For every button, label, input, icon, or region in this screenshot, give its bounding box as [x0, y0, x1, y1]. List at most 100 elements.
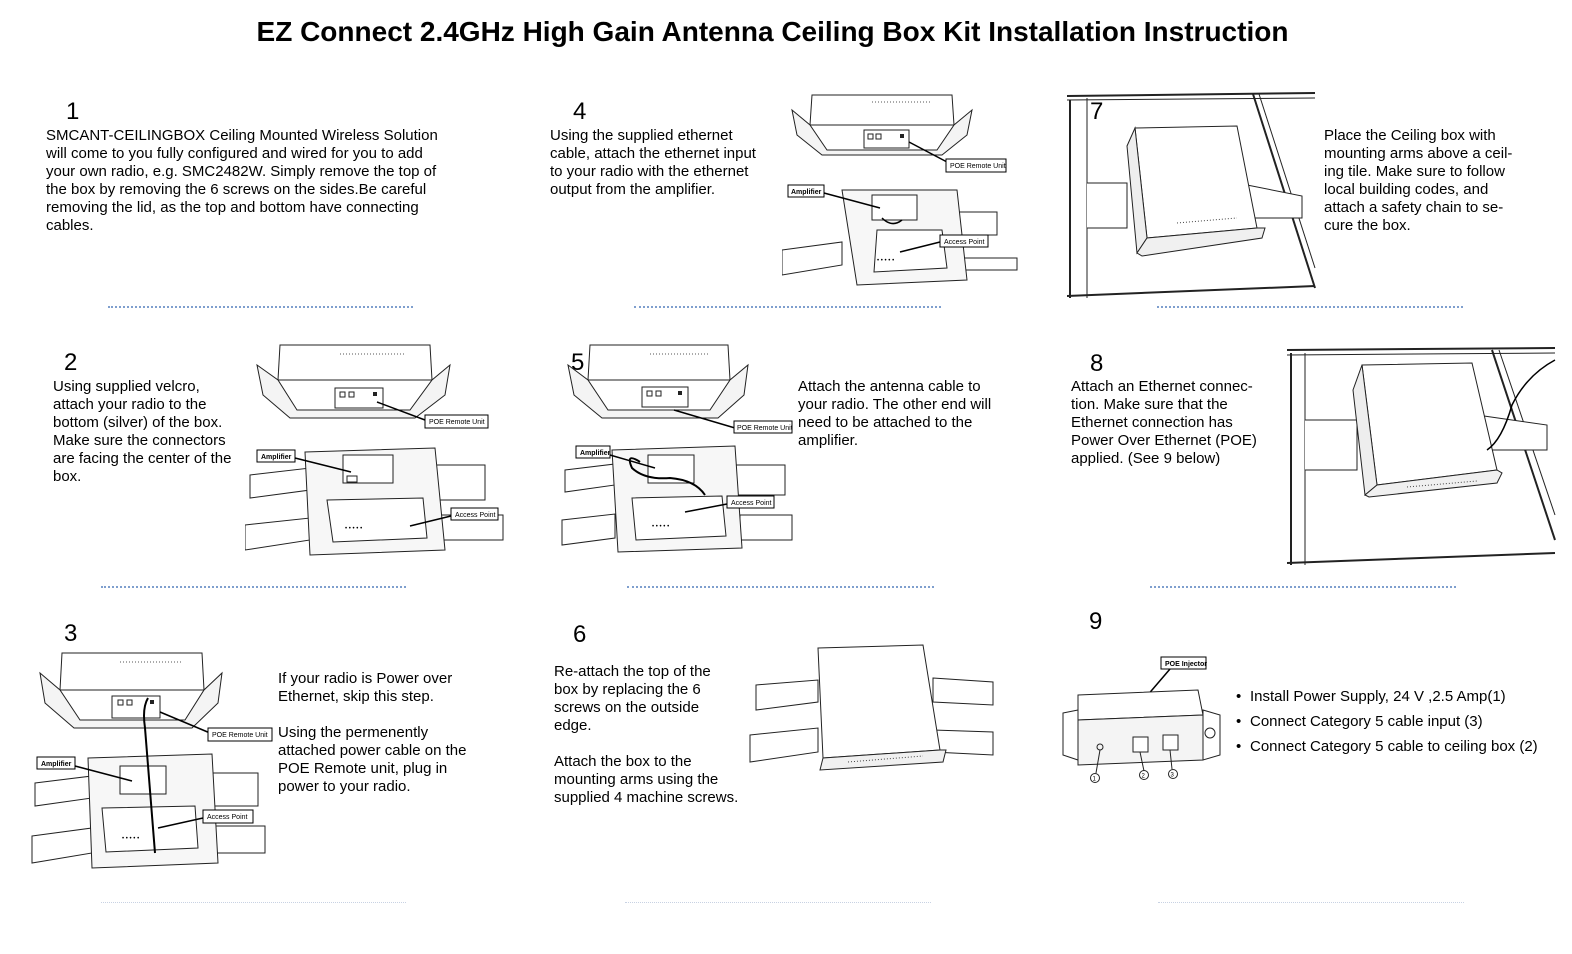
poe-remote-label: POE Remote Unit — [429, 419, 485, 426]
step-3-line: Ethernet, skip this step. — [278, 688, 434, 705]
step-1-number: 1 — [66, 98, 80, 125]
step-9-illustration: POE Injector 1 2 3 — [1058, 655, 1228, 790]
step-4-text: Using the supplied ethernet cable, attac… — [550, 127, 780, 199]
step-2-number: 2 — [64, 349, 78, 376]
svg-text:• • • • •: • • • • • — [345, 526, 362, 532]
step-2-illustration: POE Remote Unit • • • • • Amplifier Acce… — [245, 340, 507, 568]
step-4-number: 4 — [573, 98, 587, 125]
list-item: • Connect Category 5 cable input (3) — [1236, 713, 1566, 731]
section-divider — [101, 902, 406, 903]
step-9-number: 9 — [1089, 608, 1103, 635]
step-8-line: tion. Make sure that the — [1071, 396, 1228, 413]
poe-remote-label: POE Remote Unit — [950, 163, 1006, 170]
step-1-line: removing the lid, as the top and bottom … — [46, 199, 419, 216]
step-2-line: Using supplied velcro, — [53, 378, 200, 395]
step-8-line: applied. (See 9 below) — [1071, 450, 1221, 467]
step-6-line: box by replacing the 6 — [554, 681, 701, 698]
step-4-line: to your radio with the ethernet — [550, 163, 749, 180]
bullet: • — [1236, 713, 1242, 730]
step-8-line: Power Over Ethernet (POE) — [1071, 432, 1257, 449]
step-7-illustration — [1067, 88, 1317, 303]
step-8-line: Attach an Ethernet connec- — [1071, 378, 1253, 395]
section-divider — [1150, 586, 1456, 588]
step-6-line: screws on the outside — [554, 699, 700, 716]
step-5-line: Attach the antenna cable to — [798, 378, 981, 395]
step-2-text: Using supplied velcro, attach your radio… — [53, 378, 248, 486]
step-3-text: If your radio is Power over Ethernet, sk… — [278, 670, 508, 814]
step-5-line: amplifier. — [798, 432, 859, 449]
step-8-illustration — [1287, 345, 1557, 570]
step-6-line: Attach the box to the — [554, 753, 692, 770]
svg-text:• • • • •: • • • • • — [122, 836, 139, 842]
step-7-line: ing tile. Make sure to follow — [1324, 163, 1505, 180]
step-7-number: 7 — [1090, 98, 1104, 125]
step-5-line: need to be attached to the — [798, 414, 973, 431]
list-item: • Connect Category 5 cable to ceiling box… — [1236, 738, 1566, 756]
step-5-line: your radio. The other end will — [798, 396, 992, 413]
step-6-number: 6 — [573, 621, 587, 648]
step-6-line: Re-attach the top of the — [554, 663, 711, 680]
bullet: • — [1236, 688, 1242, 705]
bullet: • — [1236, 738, 1242, 755]
step-1-line: the box by removing the 6 screws on the … — [46, 181, 427, 198]
step-6-line: mounting arms using the — [554, 771, 719, 788]
section-divider — [108, 306, 413, 308]
step-4-line: output from the amplifier. — [550, 181, 716, 198]
step-9-item: Connect Category 5 cable input (3) — [1250, 713, 1483, 730]
amplifier-label: Amplifier — [580, 450, 611, 457]
step-3-line: If your radio is Power over — [278, 670, 453, 687]
step-5-illustration: POE Remote Unit • • • • • Amplifier Acce… — [560, 340, 796, 566]
amplifier-label: Amplifier — [261, 454, 292, 461]
svg-text:• • • • •: • • • • • — [652, 524, 669, 530]
amplifier-label: Amplifier — [41, 761, 72, 768]
list-item: •Install Power Supply, 24 V ,2.5 Amp(1) — [1236, 688, 1566, 706]
poe-remote-label: POE Remote Unit — [212, 732, 268, 739]
step-9-list: •Install Power Supply, 24 V ,2.5 Amp(1) … — [1236, 688, 1566, 763]
step-3-line: power to your radio. — [278, 778, 411, 795]
step-7-line: local building codes, and — [1324, 181, 1489, 198]
step-5-text: Attach the antenna cable to your radio. … — [798, 378, 1028, 450]
step-3-illustration: POE Remote Unit • • • • • Amplifier Acce… — [30, 648, 278, 876]
step-3-line: Using the permenently — [278, 724, 429, 741]
svg-text:• • • • •: • • • • • — [877, 258, 894, 264]
step-7-line: attach a safety chain to se- — [1324, 199, 1504, 216]
poe-remote-label: POE Remote Unit — [737, 425, 793, 432]
step-6-illustration — [748, 640, 998, 780]
step-2-line: box. — [53, 468, 82, 485]
access-point-label: Access Point — [731, 500, 772, 507]
step-8-number: 8 — [1090, 350, 1104, 377]
section-divider — [634, 306, 941, 308]
step-1-text: SMCANT-CEILINGBOX Ceiling Mounted Wirele… — [46, 127, 486, 235]
section-divider — [627, 586, 934, 588]
poe-injector-label: POE Injector — [1165, 661, 1207, 668]
section-divider — [101, 586, 406, 588]
step-6-line: edge. — [554, 717, 592, 734]
step-8-text: Attach an Ethernet connec- tion. Make su… — [1071, 378, 1286, 468]
access-point-label: Access Point — [207, 814, 248, 821]
step-2-line: are facing the center of the — [53, 450, 232, 467]
port-1-marker: 1 — [1093, 777, 1097, 783]
step-4-line: cable, attach the ethernet input — [550, 145, 756, 162]
step-4-line: Using the supplied ethernet — [550, 127, 733, 144]
step-1-line: will come to you fully configured and wi… — [46, 145, 423, 162]
step-7-line: mounting arms above a ceil- — [1324, 145, 1513, 162]
port-3-marker: 3 — [1171, 773, 1175, 779]
step-7-text: Place the Ceiling box with mounting arms… — [1324, 127, 1544, 235]
step-8-line: Ethernet connection has — [1071, 414, 1233, 431]
step-1-line: your own radio, e.g. SMC2482W. Simply re… — [46, 163, 437, 180]
page-title: EZ Connect 2.4GHz High Gain Antenna Ceil… — [256, 16, 1289, 47]
section-divider — [1158, 902, 1464, 903]
amplifier-label: Amplifier — [791, 189, 822, 196]
step-6-line: supplied 4 machine screws. — [554, 789, 739, 806]
step-9-item: Connect Category 5 cable to ceiling box … — [1250, 738, 1538, 755]
step-3-number: 3 — [64, 620, 78, 647]
step-3-line: attached power cable on the — [278, 742, 467, 759]
step-3-line: POE Remote unit, plug in — [278, 760, 448, 777]
step-7-line: cure the box. — [1324, 217, 1411, 234]
section-divider — [625, 902, 931, 903]
access-point-label: Access Point — [944, 239, 985, 246]
access-point-label: Access Point — [455, 512, 496, 519]
section-divider — [1157, 306, 1463, 308]
step-2-line: bottom (silver) of the box. — [53, 414, 223, 431]
step-2-line: attach your radio to the — [53, 396, 207, 413]
